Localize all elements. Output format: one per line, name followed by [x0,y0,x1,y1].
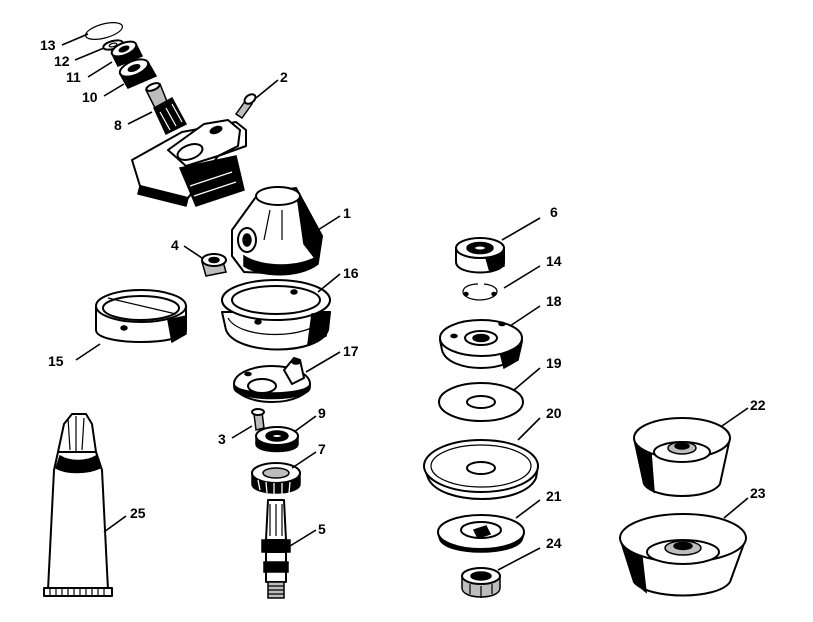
part-5-spline-shaft[interactable] [261,499,291,599]
label-17: 17 [343,343,359,359]
part-13-circlip[interactable] [84,19,124,42]
label-4: 4 [171,237,179,253]
label-12: 12 [54,53,70,69]
label-13: 13 [40,37,56,53]
part-23-thrust-cup[interactable] [618,513,747,597]
label-18: 18 [546,293,562,309]
part-15-ring[interactable] [95,289,187,344]
part-18-bearing-plate[interactable] [439,319,524,370]
part-14-circlip[interactable] [462,283,498,301]
part-11-bearing[interactable] [110,39,144,67]
part-9-bearing[interactable] [255,426,299,453]
part-1-gear-housing[interactable] [131,119,323,276]
part-25-grease-tube[interactable] [43,413,113,597]
label-5: 5 [318,521,326,537]
label-24: 24 [546,535,562,551]
part-6-bearing[interactable] [455,237,505,274]
label-7: 7 [318,441,326,457]
label-22: 22 [750,397,766,413]
leader-lines [61,33,749,571]
label-14: 14 [546,253,562,269]
label-20: 20 [546,405,562,421]
part-22-thrust-cup[interactable] [633,417,731,497]
part-number-labels: 13 12 11 10 8 2 1 4 16 17 15 3 9 7 5 25 … [40,37,766,551]
label-11: 11 [66,69,81,85]
label-3: 3 [218,431,226,447]
label-21: 21 [546,488,562,504]
label-15: 15 [48,353,64,369]
part-24-nut[interactable] [461,567,501,598]
part-20-thrust-disc[interactable] [423,439,539,500]
part-4-plug-screw[interactable] [201,253,227,277]
label-8: 8 [114,117,122,133]
part-3-screw[interactable] [251,408,265,431]
part-17-thrust-plate[interactable] [233,357,311,403]
label-6: 6 [550,204,558,220]
part-7-bevel-gear[interactable] [251,462,301,494]
label-23: 23 [750,485,766,501]
label-9: 9 [318,405,326,421]
label-19: 19 [546,355,562,371]
part-10-bearing[interactable] [117,56,158,89]
label-1: 1 [343,205,351,221]
part-8-bevel-pinion[interactable] [144,82,188,136]
label-2: 2 [280,69,288,85]
part-19-washer[interactable] [438,382,524,422]
part-2-screw[interactable] [234,92,257,120]
part-21-thrust-washer[interactable] [436,514,526,553]
part-16-housing-ring[interactable] [221,279,331,351]
label-10: 10 [82,89,98,105]
label-25: 25 [130,505,146,521]
label-16: 16 [343,265,359,281]
